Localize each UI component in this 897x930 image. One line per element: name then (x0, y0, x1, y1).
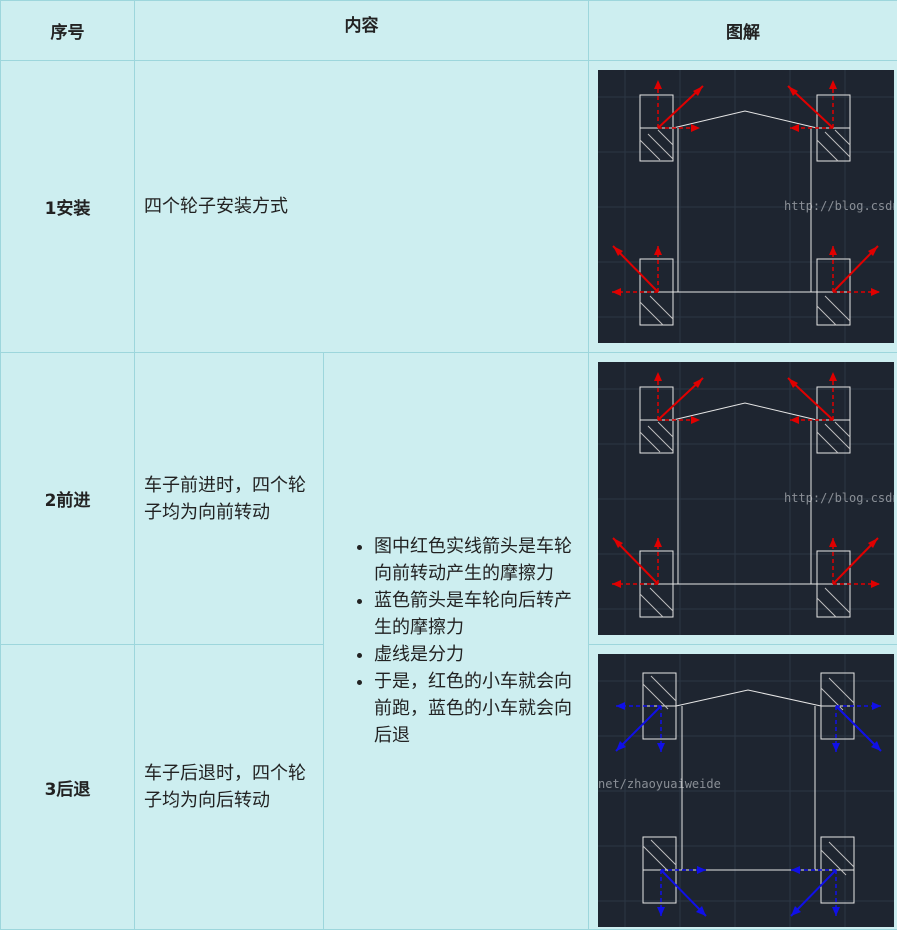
row-text: 四个轮子安装方式 (135, 61, 589, 353)
list-item: 虚线是分力 (374, 641, 588, 668)
header-no: 序号 (1, 1, 135, 61)
diagram-install: http://blog.csdn (598, 70, 894, 343)
row-number: 1安装 (1, 61, 135, 353)
diagram-cell: net/zhaoyuaiweide (589, 645, 897, 930)
watermark: net/zhaoyuaiweide (598, 777, 721, 791)
diagram-cell: http://blog.csdn (589, 61, 897, 353)
list-item: 于是，红色的小车就会向前跑，蓝色的小车就会向后退 (374, 668, 588, 749)
table-row: 2前进 车子前进时，四个轮子均为向前转动 图中红色实线箭头是车轮向前转动产生的摩… (1, 353, 897, 645)
notes-cell: 图中红色实线箭头是车轮向前转动产生的摩擦力 蓝色箭头是车轮向后转产生的摩擦力 虚… (324, 353, 589, 930)
table-row: 1安装 四个轮子安装方式 http://blog.csdn (1, 61, 897, 353)
list-item: 图中红色实线箭头是车轮向前转动产生的摩擦力 (374, 533, 588, 587)
watermark: http://blog.csdn (784, 199, 894, 213)
diagram-cell: http://blog.csdn (589, 353, 897, 645)
row-number: 3后退 (1, 645, 135, 930)
row-text: 车子前进时，四个轮子均为向前转动 (135, 353, 324, 645)
header-content: 内容 (135, 1, 589, 61)
header-diagram: 图解 (589, 1, 897, 61)
row-text: 车子后退时，四个轮子均为向后转动 (135, 645, 324, 930)
header-row: 序号 内容 图解 (1, 1, 897, 61)
row-number: 2前进 (1, 353, 135, 645)
notes-list: 图中红色实线箭头是车轮向前转动产生的摩擦力 蓝色箭头是车轮向后转产生的摩擦力 虚… (324, 533, 588, 749)
watermark: http://blog.csdn (784, 491, 894, 505)
list-item: 蓝色箭头是车轮向后转产生的摩擦力 (374, 587, 588, 641)
diagram-backward: net/zhaoyuaiweide (598, 654, 894, 927)
diagram-forward: http://blog.csdn (598, 362, 894, 635)
